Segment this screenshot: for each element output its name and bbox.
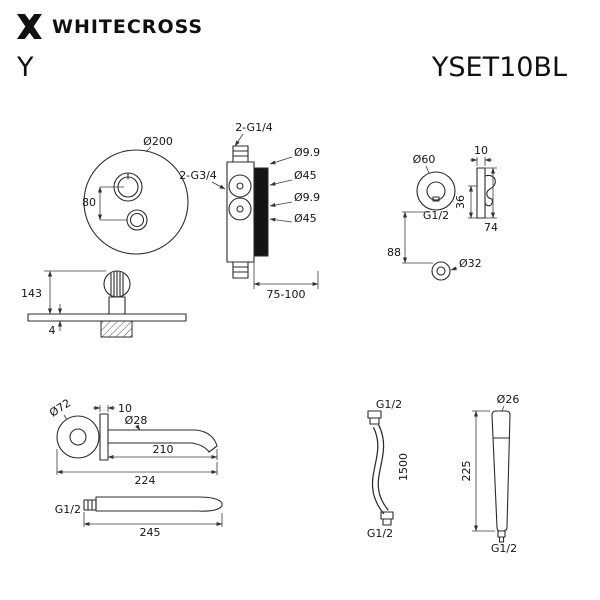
dim-label-o200: Ø200 [143, 135, 173, 148]
dim-label-o60: Ø60 [413, 153, 436, 166]
lower-cartridge-circle [228, 197, 252, 221]
dim-36-lines [468, 185, 477, 219]
series-name: Y [17, 52, 34, 83]
drawing-valve-body: 2-G1/4 2-G3/4 Ø9.9 Ø45 Ø9.9 Ø45 75-100 [179, 121, 320, 301]
dim-label-1500: 1500 [397, 453, 410, 481]
spout-flange-circle [56, 415, 100, 459]
hose-top-fitting [367, 410, 382, 419]
dim-75-100-lines [253, 262, 319, 289]
dim-label-10-spout: 10 [118, 402, 132, 415]
dim-label-88: 88 [387, 246, 401, 259]
drawing-trim-side: 143 4 [21, 270, 187, 338]
spout-tube-bottom-line [107, 442, 210, 453]
top-port-stub [232, 145, 249, 163]
model-number: YSET10BL [431, 52, 567, 83]
dim-88-lines [402, 211, 433, 264]
dim-225-lines [472, 410, 495, 532]
dim-label-80: 80 [82, 196, 96, 209]
dim-224-lines [56, 449, 218, 475]
spout-profile-outline [95, 496, 223, 512]
outlet-side-profile [476, 167, 486, 219]
outlet-flange-circle [416, 171, 456, 211]
dim-label-o45-bottom: Ø45 [294, 212, 317, 225]
brand-name: WHITECROSS [52, 15, 204, 38]
drawing-wall-outlet: Ø60 G1/2 10 36 74 [387, 144, 498, 281]
dim-label-o72: Ø72 [47, 396, 73, 419]
dim-label-143: 143 [21, 287, 42, 300]
drawing-wall-spout: Ø72 10 Ø28 210 [47, 396, 223, 539]
dim-label-o45-top: Ø45 [294, 169, 317, 182]
dim-label-o9-9-top: Ø9.9 [294, 146, 320, 159]
spout-thread-nipple [83, 499, 97, 511]
dim-label-o9-9-bottom: Ø9.9 [294, 191, 320, 204]
spout-tube-top-line [107, 429, 218, 447]
dim-label-o28: Ø28 [125, 414, 148, 427]
label-g12-spout: G1/2 [55, 503, 81, 516]
dim-label-o32: Ø32 [459, 257, 482, 270]
dim-210-lines [107, 447, 218, 460]
dim-74-lines [485, 167, 497, 219]
whitecross-x-icon [17, 14, 42, 39]
faceplate-circle [83, 149, 189, 255]
drawing-hand-shower: Ø26 225 G1/2 [460, 393, 519, 555]
dim-label-10-outlet: 10 [474, 144, 488, 157]
dim-10-outlet-lines [470, 157, 492, 166]
dim-143-lines [44, 270, 106, 315]
holder-hook-profile [484, 174, 496, 207]
label-2-g34: 2-G3/4 [179, 169, 217, 182]
upper-cartridge-circle [228, 174, 252, 198]
dim-label-75-100: 75-100 [267, 288, 306, 301]
trim-plate-edge [27, 313, 187, 322]
trim-plate-side [253, 167, 269, 257]
dim-label-4: 4 [49, 324, 56, 337]
dim-245-lines [83, 512, 223, 527]
drawing-thermostat-face: Ø200 80 [82, 135, 189, 255]
label-2-g14: 2-G1/4 [235, 121, 273, 134]
drawing-shower-hose: G1/2 1500 G1/2 [367, 398, 410, 540]
dim-80-lines [97, 186, 127, 221]
dim-label-224: 224 [135, 474, 156, 487]
brand-logo: WHITECROSS [16, 13, 203, 40]
label-g12-hose-bottom: G1/2 [367, 527, 393, 540]
holder-ring-circle [431, 261, 451, 281]
wall-hatch-block [100, 320, 133, 338]
dim-label-36: 36 [454, 195, 467, 209]
hand-shower-inlet [497, 530, 506, 538]
dim-label-245: 245 [140, 526, 161, 539]
dim-label-225: 225 [460, 461, 473, 482]
dim-10-spout-lines [93, 405, 115, 412]
dim-label-74: 74 [484, 221, 498, 234]
label-g12-handshower: G1/2 [491, 542, 517, 555]
spout-wall-plate [99, 413, 109, 461]
label-g12-hose-top: G1/2 [376, 398, 402, 411]
dim-label-210: 210 [153, 443, 174, 456]
handle-stem [108, 296, 126, 315]
dim-label-o26: Ø26 [497, 393, 520, 406]
bottom-port-stub [232, 261, 249, 279]
hand-shower-outline [491, 410, 511, 532]
label-g12-outlet: G1/2 [423, 209, 449, 222]
